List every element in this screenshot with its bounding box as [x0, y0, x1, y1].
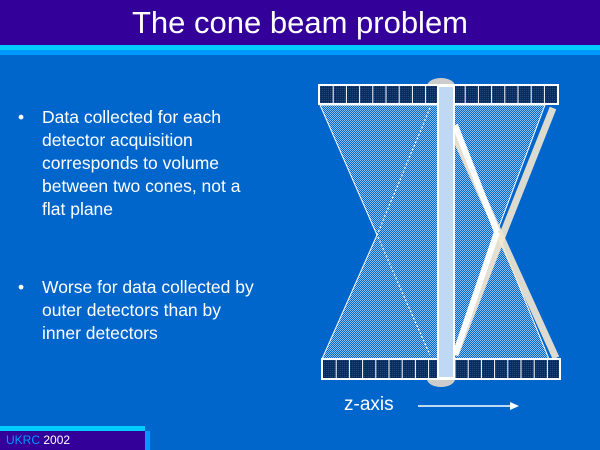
inner-ray-band	[452, 123, 500, 234]
bullet-list: • Data collected for each detector acqui…	[18, 106, 308, 400]
inner-cone-line	[376, 107, 431, 356]
central-beam	[437, 85, 455, 379]
bullet-line: Data collected for each	[42, 107, 221, 127]
bullet-line: flat plane	[42, 199, 114, 219]
title-bar	[0, 0, 600, 45]
z-axis-label: z-axis	[344, 394, 394, 415]
bullet-line: corresponds to volume	[42, 153, 220, 173]
bullet-line: Worse for data collected by	[42, 277, 254, 297]
inner-ray-band	[452, 231, 500, 356]
title-divider-secondary	[0, 50, 600, 55]
footer: UKRC 2002	[0, 431, 145, 450]
bullet-item: • Worse for data collected by outer dete…	[18, 276, 308, 345]
footer-accent	[0, 426, 145, 431]
slide-title: The cone beam problem	[131, 5, 469, 40]
bullet-item: • Data collected for each detector acqui…	[18, 106, 308, 221]
bullet-icon: •	[18, 277, 25, 297]
arrow-head-icon	[510, 402, 519, 410]
bullet-line: detector acquisition	[42, 130, 193, 150]
footer-org: UKRC	[6, 433, 41, 447]
footer-year: 2002	[43, 433, 71, 447]
bullet-icon: •	[18, 107, 25, 127]
bullet-line: between two cones, not a	[42, 176, 241, 196]
bullet-line: inner detectors	[42, 323, 158, 343]
title-divider	[0, 45, 600, 50]
cone-volume	[319, 104, 550, 360]
footer-edge	[145, 431, 150, 450]
bullet-line: outer detectors than by	[42, 300, 221, 320]
